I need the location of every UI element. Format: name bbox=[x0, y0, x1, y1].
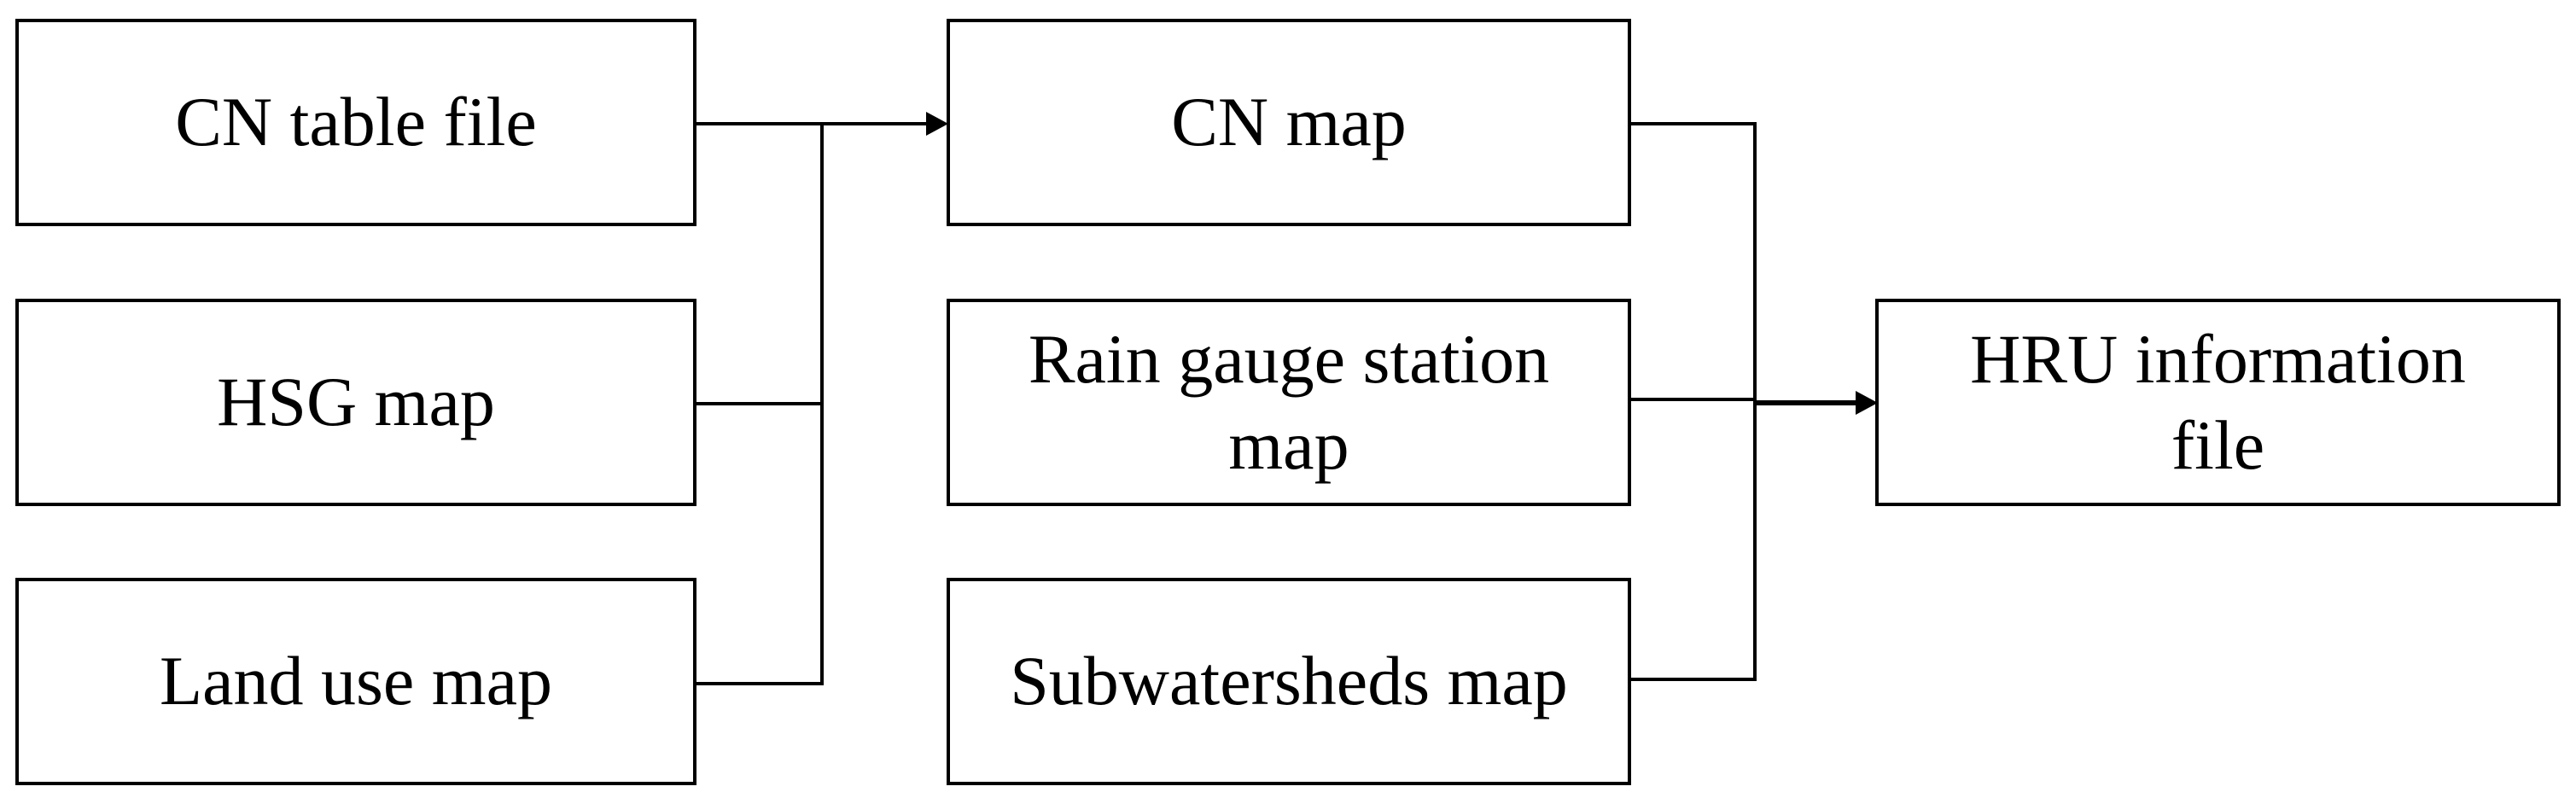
hru-information-file-box: HRU information file bbox=[1875, 299, 2561, 506]
cn-map-label: CN map bbox=[1171, 83, 1407, 161]
subwatersheds-map-box: Subwatersheds map bbox=[947, 578, 1631, 785]
cn-map-box: CN map bbox=[947, 19, 1631, 226]
arrowhead-hru-file bbox=[1856, 391, 1878, 415]
cn-table-file-box: CN table file bbox=[15, 19, 696, 226]
hsg-map-box: HSG map bbox=[15, 299, 696, 506]
arrowhead-cn-map bbox=[926, 112, 948, 136]
land-use-map-label: Land use map bbox=[160, 642, 552, 720]
rain-gauge-station-map-box: Rain gauge station map bbox=[947, 299, 1631, 506]
hru-information-file-label: HRU information file bbox=[1970, 320, 2466, 484]
subwatersheds-map-label: Subwatersheds map bbox=[1010, 642, 1568, 720]
cn-table-file-label: CN table file bbox=[175, 83, 537, 161]
hsg-map-label: HSG map bbox=[217, 363, 495, 441]
land-use-map-box: Land use map bbox=[15, 578, 696, 785]
rain-gauge-station-map-label: Rain gauge station map bbox=[1028, 320, 1550, 484]
